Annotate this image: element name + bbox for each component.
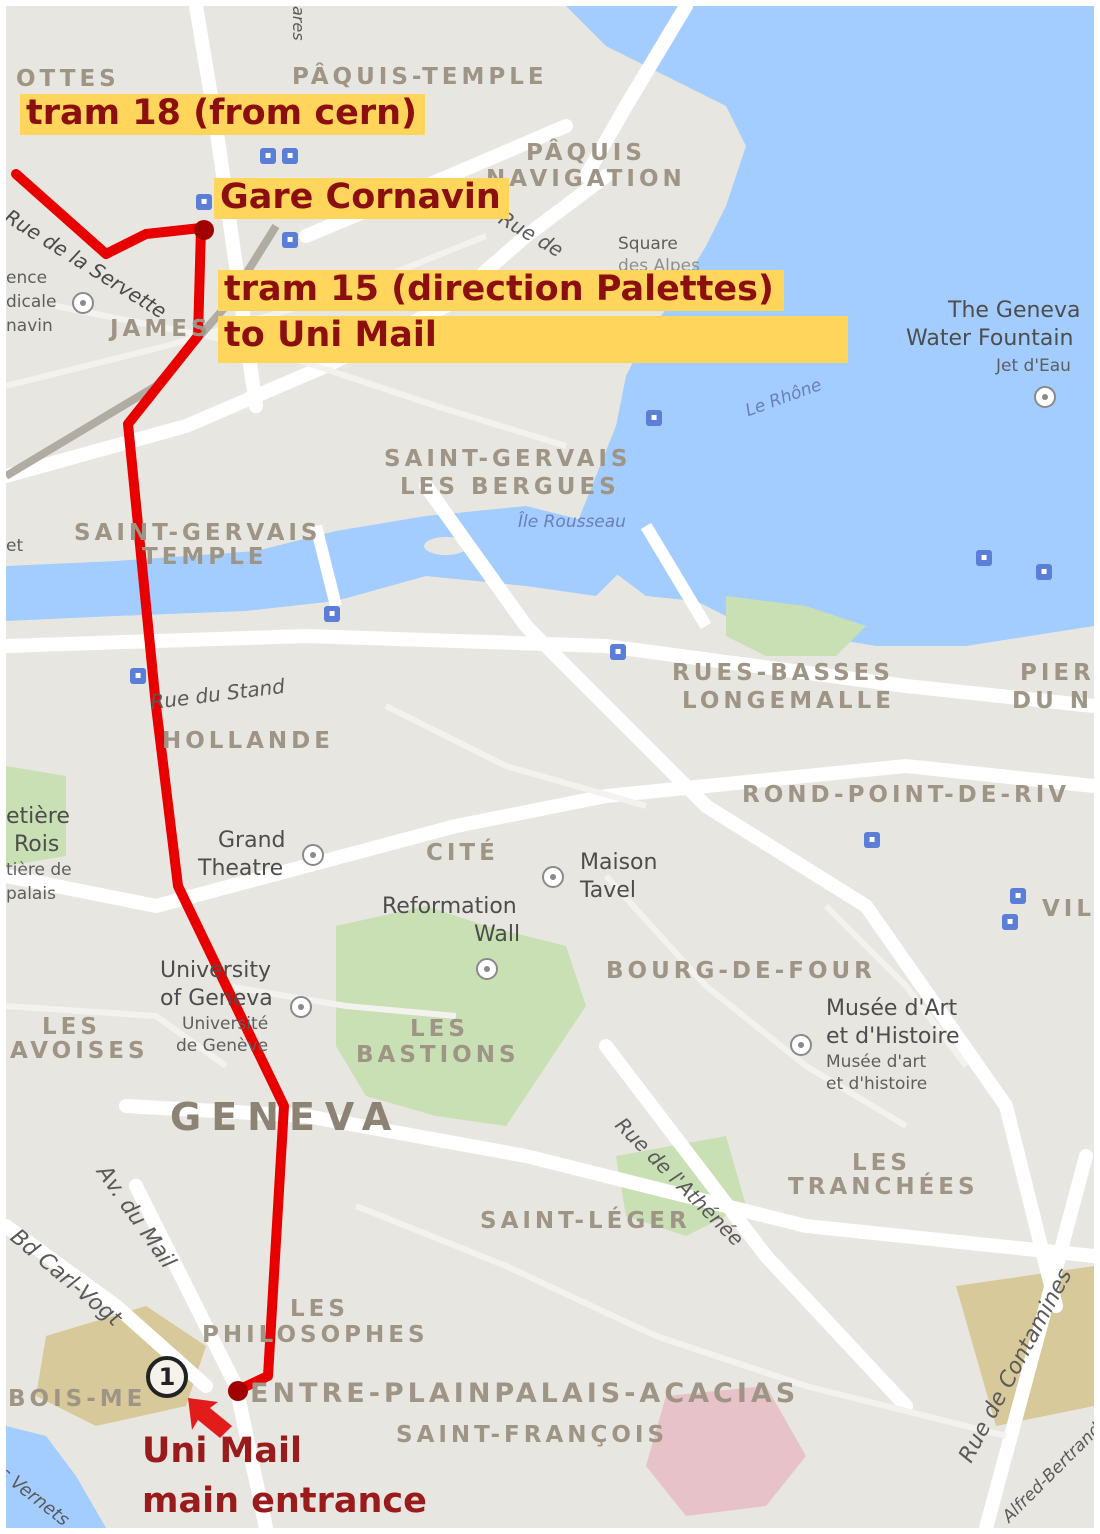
poi-university-2: of Geneva xyxy=(160,986,273,1011)
poi-musee-1: Musée d'Art xyxy=(826,996,958,1021)
entrance-arrow xyxy=(188,1398,232,1438)
train-station-icon[interactable]: ▪ xyxy=(260,148,276,164)
bus-stop-icon[interactable]: ▪ xyxy=(282,232,298,248)
district-avoises: AVOISES xyxy=(10,1038,149,1064)
bastions-park xyxy=(336,906,586,1126)
callout-tram-15-line1: tram 15 (direction Palettes) xyxy=(218,270,784,311)
tram-route-line xyxy=(11,169,289,1396)
district-cite: CITÉ xyxy=(426,840,499,866)
rhone-river xyxy=(6,506,626,621)
bus-stop-icon[interactable]: ▪ xyxy=(610,644,626,660)
poi-reformation-1: Reformation xyxy=(382,894,517,919)
tram-stop-icon[interactable]: ▪ xyxy=(282,148,298,164)
theatre-marker-icon[interactable] xyxy=(302,844,324,866)
district-les-savoises: LES xyxy=(42,1014,101,1040)
entrance-number-marker[interactable]: 1 xyxy=(146,1356,188,1398)
station-dot-unimail xyxy=(228,1381,248,1401)
poi-square: Square xyxy=(618,234,678,254)
district-bois-melan: BOIS-ME xyxy=(8,1386,147,1412)
museum-marker-icon[interactable] xyxy=(542,866,564,888)
bus-stop-icon[interactable]: ▪ xyxy=(324,606,340,622)
district-bastions: BASTIONS xyxy=(356,1042,520,1068)
destination-main-entrance: main entrance xyxy=(142,1481,427,1521)
poi-universite-2: de Genève xyxy=(176,1036,269,1056)
poi-grand-theatre-1: Grand xyxy=(218,828,286,853)
bus-stop-icon[interactable]: ▪ xyxy=(1002,914,1018,930)
poi-musee-3: Musée d'art xyxy=(826,1052,927,1072)
callout-tram-18: tram 18 (from cern) xyxy=(20,94,425,135)
district-longemalle: LONGEMALLE xyxy=(682,688,895,714)
district-vil: VIL xyxy=(1042,896,1094,922)
ferry-stop-icon[interactable]: ▪ xyxy=(1036,564,1052,580)
poi-ile-rousseau: Île Rousseau xyxy=(518,512,626,532)
residence-marker-icon[interactable] xyxy=(72,292,94,314)
district-pier: PIER xyxy=(1020,660,1094,686)
poi-residence-2: dicale xyxy=(6,292,57,312)
district-james: JAMES xyxy=(110,316,212,342)
district-les-philosophes: LES xyxy=(290,1296,349,1322)
ferry-stop-icon[interactable]: ▪ xyxy=(646,410,662,426)
map-view[interactable]: PÂQUIS-TEMPLE OTTES PÂQUIS NAVIGATION JA… xyxy=(6,6,1094,1528)
poi-cimetiere-2: Rois xyxy=(14,832,60,857)
city-geneva: GENEVA xyxy=(170,1095,402,1139)
poi-universite-1: Université xyxy=(182,1014,269,1034)
poi-left-et: et xyxy=(6,536,24,556)
station-dot-cornavin xyxy=(194,220,214,240)
district-les-tranchees: LES xyxy=(852,1150,911,1176)
callout-gare-cornavin: Gare Cornavin xyxy=(214,178,509,219)
district-tranchees: TRANCHÉES xyxy=(788,1174,979,1200)
poi-fountain-2: Water Fountain xyxy=(906,326,1074,351)
poi-musee-4: et d'histoire xyxy=(826,1074,928,1094)
district-saint-leger: SAINT-LÉGER xyxy=(480,1208,691,1234)
district-navigation: NAVIGATION xyxy=(486,166,686,192)
district-ottes: OTTES xyxy=(16,66,120,92)
poi-maison-tavel-2: Tavel xyxy=(580,878,636,903)
district-saint-gervais-temple: SAINT-GERVAIS xyxy=(74,520,322,546)
district-les: LES xyxy=(410,1016,469,1042)
poi-residence-1: ence xyxy=(6,268,48,288)
district-temple: TEMPLE xyxy=(142,544,268,570)
district-philosophes: PHILOSOPHES xyxy=(202,1322,429,1348)
district-les-bergues: LES BERGUES xyxy=(400,474,620,500)
bus-stop-icon[interactable]: ▪ xyxy=(196,194,212,210)
poi-fountain-1: The Geneva xyxy=(948,298,1081,323)
district-du-ni: DU NI xyxy=(1012,688,1094,714)
district-paquis-temple: PÂQUIS-TEMPLE xyxy=(292,64,548,90)
destination-uni-mail: Uni Mail xyxy=(142,1431,302,1471)
poi-maison-tavel-1: Maison xyxy=(580,850,658,875)
district-rues-basses: RUES-BASSES xyxy=(672,660,894,686)
poi-cimetiere-3: tière de xyxy=(6,860,72,880)
poi-cimetiere-4: palais xyxy=(6,884,56,904)
district-rond-point: ROND-POINT-DE-RIV xyxy=(742,782,1071,808)
fountain-marker-icon[interactable] xyxy=(1034,386,1056,408)
district-paquis: PÂQUIS xyxy=(526,140,646,166)
poi-musee-2: et d'Histoire xyxy=(826,1024,960,1049)
arve-river xyxy=(6,1426,106,1528)
district-plainpalais: ENTRE-PLAINPALAIS-ACACIAS xyxy=(250,1378,800,1409)
bus-stop-icon[interactable]: ▪ xyxy=(864,832,880,848)
map-base xyxy=(6,6,1094,1528)
art-museum-marker-icon[interactable] xyxy=(790,1034,812,1056)
district-bourg-de-four: BOURG-DE-FOUR xyxy=(606,958,876,984)
monument-marker-icon[interactable] xyxy=(476,958,498,980)
callout-tram-15-line2: to Uni Mail xyxy=(218,316,848,363)
poi-university-1: University xyxy=(160,958,271,983)
ferry-stop-icon[interactable]: ▪ xyxy=(976,550,992,566)
poi-grand-theatre-2: Theatre xyxy=(198,856,284,881)
poi-residence-3: navin xyxy=(6,316,53,336)
street-top: ares xyxy=(289,6,308,41)
district-saint-gervais: SAINT-GERVAIS xyxy=(384,446,632,472)
university-marker-icon[interactable] xyxy=(290,996,312,1018)
poi-reformation-2: Wall xyxy=(474,922,521,947)
poi-jet-deau: Jet d'Eau xyxy=(996,356,1071,376)
bus-stop-icon[interactable]: ▪ xyxy=(1010,888,1026,904)
district-saint-francois: SAINT-FRANÇOIS xyxy=(396,1422,669,1448)
poi-cimetiere-1: etière xyxy=(6,804,70,829)
district-hollande: HOLLANDE xyxy=(162,728,334,754)
bus-stop-icon[interactable]: ▪ xyxy=(130,668,146,684)
